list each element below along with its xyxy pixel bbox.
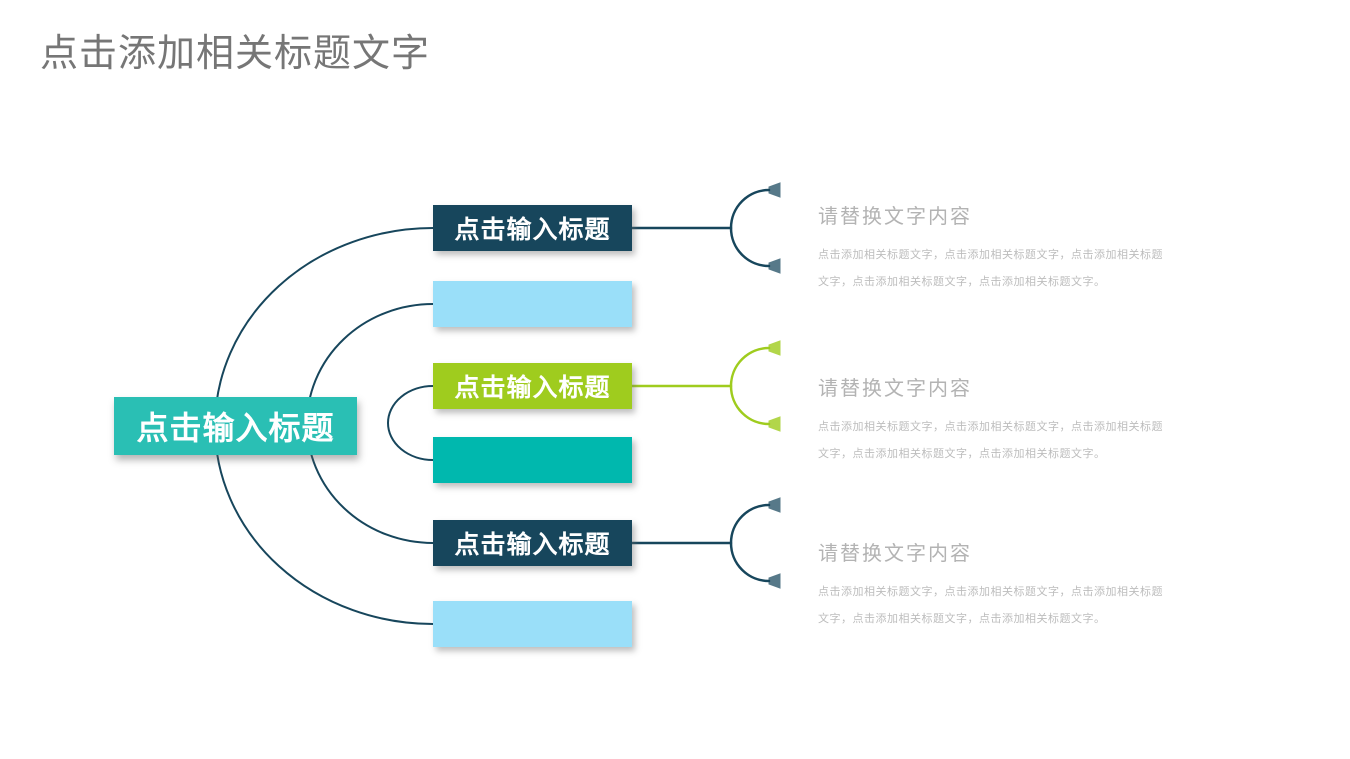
bracket-3	[630, 497, 781, 589]
bracket-2-arc	[729, 346, 771, 426]
branch-box-6[interactable]	[433, 601, 632, 647]
branch-box-5-label: 点击输入标题	[454, 531, 611, 559]
text-block-3-heading: 请替换文字内容	[818, 543, 972, 565]
text-block-1-body: 点击添加相关标题文字，点击添加相关标题文字，点击添加相关标题文字，点击添加相关标…	[818, 249, 1163, 288]
text-block-2-heading: 请替换文字内容	[818, 378, 972, 400]
text-block-3[interactable]: 请替换文字内容 点击添加相关标题文字，点击添加相关标题文字，点击添加相关标题文字…	[818, 537, 1163, 633]
branch-box-3[interactable]: 点击输入标题	[433, 363, 632, 409]
branch-box-1-label: 点击输入标题	[454, 216, 611, 244]
branch-box-1[interactable]: 点击输入标题	[433, 205, 632, 251]
bracket-1	[630, 182, 781, 274]
bracket-3-arc	[729, 503, 771, 583]
bracket-1-arc	[729, 188, 771, 268]
bracket-2-cap-bottom-icon	[768, 416, 781, 432]
center-topic-box[interactable]: 点击输入标题	[114, 397, 357, 455]
text-block-2-body: 点击添加相关标题文字，点击添加相关标题文字，点击添加相关标题文字，点击添加相关标…	[818, 421, 1163, 460]
branch-box-3-label: 点击输入标题	[454, 374, 611, 402]
bracket-2-cap-top-icon	[768, 340, 781, 356]
text-block-1[interactable]: 请替换文字内容 点击添加相关标题文字，点击添加相关标题文字，点击添加相关标题文字…	[818, 200, 1163, 296]
text-block-3-body: 点击添加相关标题文字，点击添加相关标题文字，点击添加相关标题文字，点击添加相关标…	[818, 586, 1163, 625]
bracket-1-cap-bottom-icon	[768, 258, 781, 274]
branch-box-4[interactable]	[433, 437, 632, 483]
branch-box-5[interactable]: 点击输入标题	[433, 520, 632, 566]
bracket-3-cap-bottom-icon	[768, 573, 781, 589]
bracket-1-cap-top-icon	[768, 182, 781, 198]
arc-inner	[387, 385, 434, 461]
center-topic-label: 点击输入标题	[136, 410, 335, 446]
bracket-2	[630, 340, 781, 432]
bracket-3-cap-top-icon	[768, 497, 781, 513]
slide-title: 点击添加相关标题文字	[40, 33, 431, 75]
text-block-2[interactable]: 请替换文字内容 点击添加相关标题文字，点击添加相关标题文字，点击添加相关标题文字…	[818, 372, 1163, 468]
text-block-1-heading: 请替换文字内容	[818, 206, 972, 228]
branch-box-2[interactable]	[433, 281, 632, 327]
